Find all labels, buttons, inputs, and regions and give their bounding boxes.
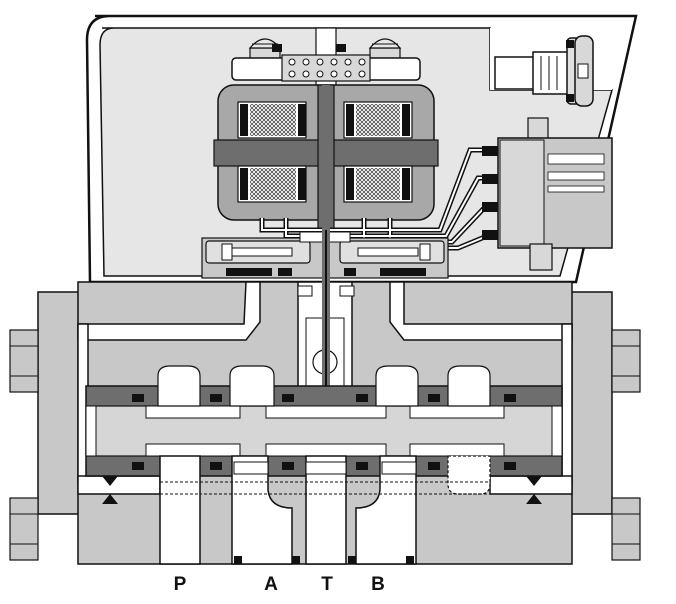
port-label-b: B	[371, 574, 385, 595]
lower-right-chamber	[199, 455, 491, 495]
seals-lower	[132, 462, 516, 470]
adjustment-screw-left	[248, 38, 282, 61]
port-t-passage	[305, 455, 347, 565]
port-p-passage	[159, 455, 201, 565]
upper-chambers	[157, 365, 491, 407]
coil-lower-right	[343, 165, 413, 203]
adjustment-screw-right	[368, 38, 402, 61]
port-label-p: P	[173, 574, 187, 595]
port-label-t: T	[321, 574, 333, 595]
seals-upper	[132, 394, 516, 402]
bolt-left-lower	[9, 497, 39, 561]
armature-top	[231, 27, 421, 89]
port-label-a: A	[264, 574, 278, 595]
bolt-right-lower	[611, 497, 641, 561]
coil-lower-left	[237, 165, 307, 203]
port-a-passage	[231, 455, 300, 565]
orifice-markers	[102, 476, 542, 504]
bolt-right-upper	[611, 329, 641, 393]
port-b-passage	[348, 455, 417, 565]
bolt-left-upper	[9, 329, 39, 393]
electrical-connector	[494, 35, 594, 107]
spool	[85, 405, 563, 457]
coil-upper-right	[343, 101, 413, 139]
coil-upper-left	[237, 101, 307, 139]
connector-block	[482, 117, 613, 271]
